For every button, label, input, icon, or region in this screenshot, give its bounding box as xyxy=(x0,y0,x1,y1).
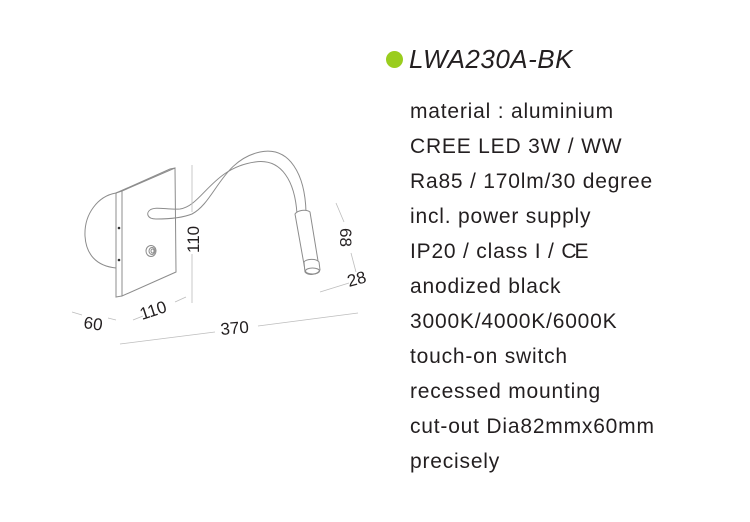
ce-mark-icon: CE xyxy=(561,240,588,263)
dimension-labels: 110 68 28 60 110 370 xyxy=(82,226,368,339)
wall-lamp-drawing xyxy=(84,150,321,298)
spec-protection-text: IP20 / class I / xyxy=(410,240,562,263)
spec-protection: IP20 / class I / CE xyxy=(410,234,655,269)
spec-mounting: recessed mounting xyxy=(410,380,602,403)
flexible-arm xyxy=(147,150,307,220)
spec-led: CREE LED 3W / WW xyxy=(410,135,623,158)
spec-finish: anodized black xyxy=(410,275,562,298)
bullet-dot-icon xyxy=(386,51,403,68)
wall-plate-front xyxy=(121,167,177,297)
touch-switch-icon xyxy=(145,245,157,257)
product-technical-drawing: 110 68 28 60 110 370 xyxy=(71,150,368,345)
spec-power-supply: incl. power supply xyxy=(410,205,592,228)
spec-cutout: cut-out Dia82mmx60mm xyxy=(410,415,655,438)
dim-head-diameter: 28 xyxy=(345,268,368,291)
product-title-row: LWA230A-BK xyxy=(386,44,573,75)
dim-plate-height: 110 xyxy=(184,226,203,253)
spec-precision: precisely xyxy=(410,450,501,473)
dim-total-length: 370 xyxy=(220,318,250,339)
spec-switch: touch-on switch xyxy=(410,345,568,368)
screw-dot xyxy=(117,258,121,262)
product-model: LWA230A-BK xyxy=(409,44,573,74)
recessed-body xyxy=(84,192,117,269)
spec-material: material : aluminium xyxy=(410,100,614,123)
dim-depth: 60 xyxy=(82,313,103,334)
dim-head-length: 68 xyxy=(336,228,355,247)
dim-plate-width: 110 xyxy=(137,297,169,323)
spec-color-temperature: 3000K/4000K/6000K xyxy=(410,310,618,333)
spec-output: Ra85 / 170lm/30 degree xyxy=(410,170,653,193)
screw-dot xyxy=(117,226,121,230)
dimension-lines xyxy=(71,165,359,345)
wall-plate-edge xyxy=(115,190,123,298)
lamp-head xyxy=(294,209,321,275)
spec-list: material : aluminium CREE LED 3W / WW Ra… xyxy=(410,94,655,479)
